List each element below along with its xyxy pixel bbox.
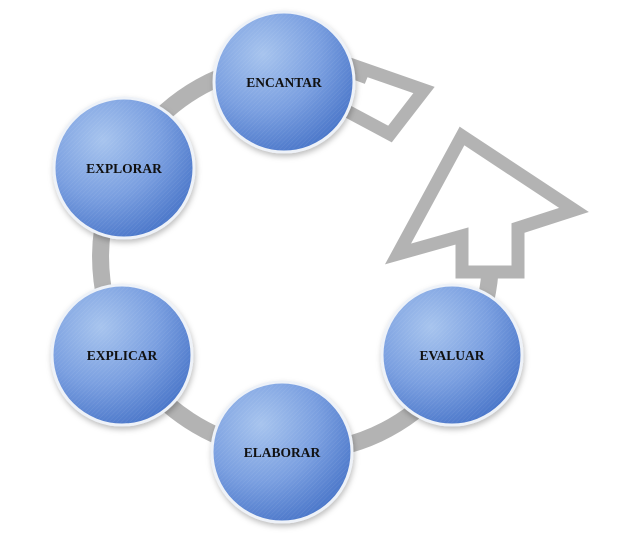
stage-explicar: EXPLICAR	[50, 283, 194, 427]
stage-circle-texture	[384, 287, 520, 423]
stage-label: ELABORAR	[244, 445, 321, 460]
arrow-head	[384, 126, 589, 279]
arrow-tail-segment	[335, 53, 435, 143]
stage-circle-texture	[56, 100, 192, 236]
stage-explorar: EXPLORAR	[52, 96, 196, 240]
stage-evaluar: EVALUAR	[380, 283, 524, 427]
stage-label: EXPLORAR	[86, 161, 162, 176]
stage-circles: ENCANTAR EXPLORAR EXPLICAR ELABORAR EVALUAR	[50, 10, 524, 524]
stage-elaborar: ELABORAR	[210, 380, 354, 524]
stage-label: EXPLICAR	[87, 348, 158, 363]
stage-encantar: ENCANTAR	[212, 10, 356, 154]
stage-label: ENCANTAR	[246, 75, 322, 90]
stage-circle-texture	[214, 384, 350, 520]
stage-circle-texture	[216, 14, 352, 150]
stage-label: EVALUAR	[419, 348, 484, 363]
stage-circle-texture	[54, 287, 190, 423]
